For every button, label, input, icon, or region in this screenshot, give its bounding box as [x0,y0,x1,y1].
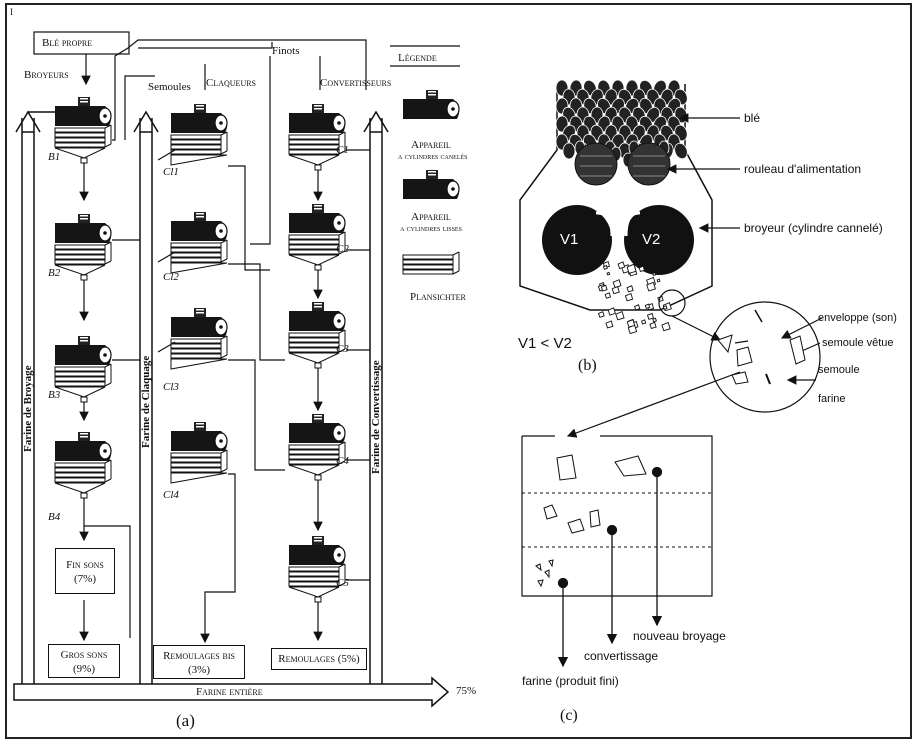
fin-sons-name: Fin sons [66,559,104,571]
milled-particles [597,260,672,335]
ble-label: blé [744,111,761,125]
convertisseurs-label: Convertisseurs [320,77,392,89]
legend-icons [402,89,460,275]
legend-item-smooth: Appareil a cylindres lisses [398,212,464,234]
gros-sons-pct: (9%) [73,663,95,675]
farine-zoom-label: farine [818,393,846,405]
claqueurs-label: Claqueurs [206,77,257,89]
label-c5: C5 [336,577,349,589]
label-b3: B3 [48,389,61,401]
label-c4: C4 [336,455,349,467]
c-column [288,103,370,642]
pct-75-label: 75% [456,685,477,697]
legend-item-fluted: Appareil a cylindres canelés [398,139,468,162]
fin-sons-box: Fin sons (7%) [55,548,115,594]
semoule-vetue-label: semoule vêtue [822,337,894,349]
remoulages-box: Remoulages (5%) [271,648,367,670]
gros-sons-name: Gros sons [60,649,108,661]
label-b4: B4 [48,511,61,523]
label-cl4: Cl4 [163,489,179,501]
label-cl2: Cl2 [163,271,179,283]
label-c3: C3 [336,343,349,355]
legend-fluted-line1: Appareil [411,139,451,151]
figure-frame [5,3,912,739]
farine-produit-label: farine (produit fini) [522,674,619,688]
v-relation-label: V1 < V2 [518,335,572,352]
panel-c-label: (c) [560,707,578,724]
remoulages-bis-pct: (3%) [188,664,210,676]
top-routing-lines [33,31,460,245]
legend-item-plansichter: Plansichter [410,291,466,303]
sieve-box [521,435,713,597]
label-b1: B1 [48,151,61,163]
zoom-particles [717,309,806,385]
convertissage-label: convertissage [584,649,659,663]
b-column [54,96,140,642]
label-cl1: Cl1 [163,166,179,178]
fin-sons-pct: (7%) [74,573,96,585]
broyage-channel [15,110,60,686]
gros-sons-box: Gros sons (9%) [48,644,120,678]
broyeur-label: broyeur (cylindre cannelé) [744,221,883,235]
legend-smooth-line1: Appareil [411,211,451,223]
label-c1: C1 [336,144,349,156]
farine-convertissage-label: Farine de Convertissage [370,360,382,474]
farine-claquage-label: Farine de Claquage [140,355,152,448]
stray-mark: I [10,7,13,17]
enveloppe-label: enveloppe (son) [818,312,897,324]
farine-broyage-label: Farine de Broyage [22,365,34,452]
legend-fluted-line2: a cylindres canelés [398,151,468,161]
remoulages-bis-box: Remoulages bis (3%) [153,645,245,679]
broyeurs-label: Broyeurs [24,69,69,81]
claquage-channel [133,110,159,686]
remoulages-bis-name: Remoulages bis [163,650,235,662]
semoules-label: Semoules [148,81,191,93]
v2-label: V2 [642,231,661,248]
farine-entiere-arrow [13,676,450,708]
label-b2: B2 [48,267,61,279]
ble-propre-label: Blé propre [42,37,93,49]
semoule-label: semoule [818,364,860,376]
panel-a-label: (a) [176,711,195,730]
nouveau-broyage-label: nouveau broyage [633,629,726,643]
panel-b-arrows [566,113,823,438]
sieve-outlets [557,466,663,668]
legende-label: Légende [398,52,437,64]
farine-entiere-label: Farine entière [196,686,263,698]
sieve-particles [535,454,647,588]
wheat-hopper [519,79,713,311]
v1-label: V1 [560,231,579,248]
label-cl3: Cl3 [163,381,179,393]
finots-label: Finots [272,45,300,57]
legend-smooth-line2: a cylindres lisses [400,223,462,233]
rouleau-label: rouleau d'alimentation [744,162,862,176]
label-c2: C2 [336,243,349,255]
cl-column [157,103,285,644]
panel-b-label: (b) [578,357,597,374]
convertissage-channel [363,110,389,686]
